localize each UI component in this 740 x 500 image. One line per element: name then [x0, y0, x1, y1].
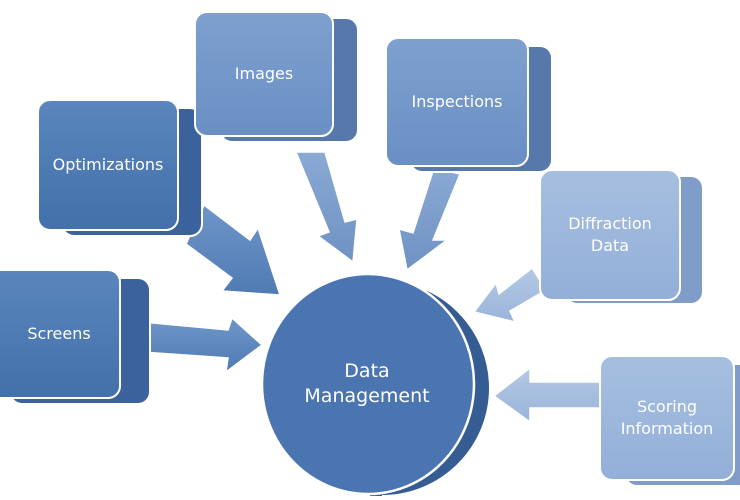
box-diffraction [539, 169, 704, 305]
center-disc [260, 272, 491, 497]
box-screens [0, 269, 151, 405]
box-scoring [599, 355, 740, 487]
arrow-scoring [492, 366, 603, 424]
box-optimizations [37, 99, 203, 237]
arrow-optimizations [185, 203, 282, 296]
arrow-diffraction [472, 266, 548, 324]
box-inspections [385, 37, 553, 173]
arrow-images [294, 151, 358, 264]
arrow-inspections [398, 167, 462, 272]
arrow-screens [141, 316, 264, 374]
box-images [194, 11, 359, 143]
